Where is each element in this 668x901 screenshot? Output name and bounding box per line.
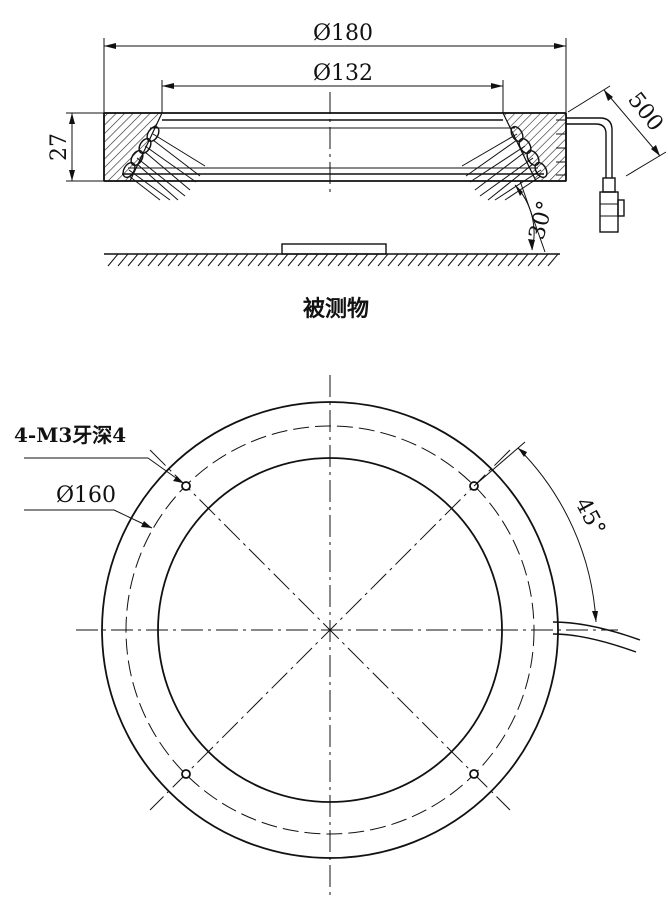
ground-hatch-mark [327, 253, 339, 267]
ground-hatch-mark [307, 253, 319, 267]
mount-hole-callout: 4-M3牙深4 [14, 423, 184, 484]
ground-hatch-mark [447, 253, 459, 267]
ground-hatch-mark [507, 253, 519, 267]
ground-hatch-mark [457, 253, 469, 267]
ground-hatch-mark [287, 253, 299, 267]
bolt-circle-callout: Ø160 [24, 483, 153, 529]
ground-hatch-mark [477, 253, 489, 267]
ground-hatch-mark [387, 253, 399, 267]
ground-hatch-mark [547, 253, 559, 267]
ground-hatch-mark [107, 253, 119, 267]
right-led-array [461, 125, 548, 201]
mount-hole [469, 769, 479, 779]
cable-assembly [566, 117, 625, 233]
cable-exit [552, 621, 641, 653]
ground-and-object [104, 243, 560, 267]
mount-hole-label: 4-M3牙深4 [14, 423, 126, 447]
inner-diameter-label: Ø132 [313, 61, 373, 86]
mount-hole [181, 481, 191, 491]
ground-hatch-mark [127, 253, 139, 267]
side-view: Ø180 Ø132 27 [47, 21, 668, 322]
ground-hatch-mark [537, 253, 549, 267]
diagonal-center-line-b [149, 449, 511, 811]
ground-hatch-mark [347, 253, 359, 267]
ground-hatch-mark [187, 253, 199, 267]
ground-hatch-mark [397, 253, 409, 267]
angle-label-30: 30° [525, 198, 559, 242]
ground-hatch-mark [487, 253, 499, 267]
inner-ring [157, 457, 503, 803]
ground-hatch-mark [227, 253, 239, 267]
ground-hatch-mark [497, 253, 509, 267]
outer-diameter-label: Ø180 [313, 21, 373, 46]
ground-hatch-mark [407, 253, 419, 267]
object-label: 被测物 [303, 296, 369, 322]
ground-hatch-mark [267, 253, 279, 267]
ground-hatch-mark [277, 253, 289, 267]
ground-hatch-mark [247, 253, 259, 267]
ground-hatch-mark [157, 253, 169, 267]
ground-hatch-mark [417, 253, 429, 267]
ground-hatch-mark [367, 253, 379, 267]
height-dimension: 27 [47, 112, 104, 182]
ground-hatch-mark [217, 253, 229, 267]
ground-hatch-mark [147, 253, 159, 267]
ground-hatch-mark [237, 253, 249, 267]
ground-hatch-mark [257, 253, 269, 267]
ground-hatch-mark [177, 253, 189, 267]
outer-diameter-dimension: Ø180 [103, 21, 567, 113]
angle-dimension-30: 30° [514, 180, 559, 253]
ground-hatch-mark [427, 253, 439, 267]
bolt-circle [125, 425, 535, 835]
mount-holes [181, 481, 479, 779]
cable-length-label: 500 [622, 88, 668, 136]
ground-hatch-mark [357, 253, 369, 267]
ground-hatch-mark [517, 253, 529, 267]
inner-diameter-dimension: Ø132 [161, 61, 504, 113]
mount-hole [181, 769, 191, 779]
angle-dimension-45: 45° [473, 441, 610, 623]
ground-hatch-mark [197, 253, 209, 267]
cable-length-dimension: 500 [567, 85, 668, 177]
top-view: 4-M3牙深4 Ø160 45° [14, 375, 641, 898]
ground-hatch-mark [527, 253, 539, 267]
ground-hatch-mark [167, 253, 179, 267]
ground-hatch-mark [137, 253, 149, 267]
ground-hatch-mark [297, 253, 309, 267]
bolt-circle-label: Ø160 [56, 483, 116, 508]
ground-hatch-mark [377, 253, 389, 267]
ground-hatch-mark [337, 253, 349, 267]
outer-ring [101, 401, 559, 859]
ground-hatch-mark [317, 253, 329, 267]
ground-hatch-mark [437, 253, 449, 267]
height-label: 27 [47, 133, 72, 161]
ground-hatch-mark [117, 253, 129, 267]
ring-housing [103, 112, 567, 182]
ground-hatch-mark [467, 253, 479, 267]
left-led-array [122, 125, 206, 201]
ground-hatch-mark [207, 253, 219, 267]
